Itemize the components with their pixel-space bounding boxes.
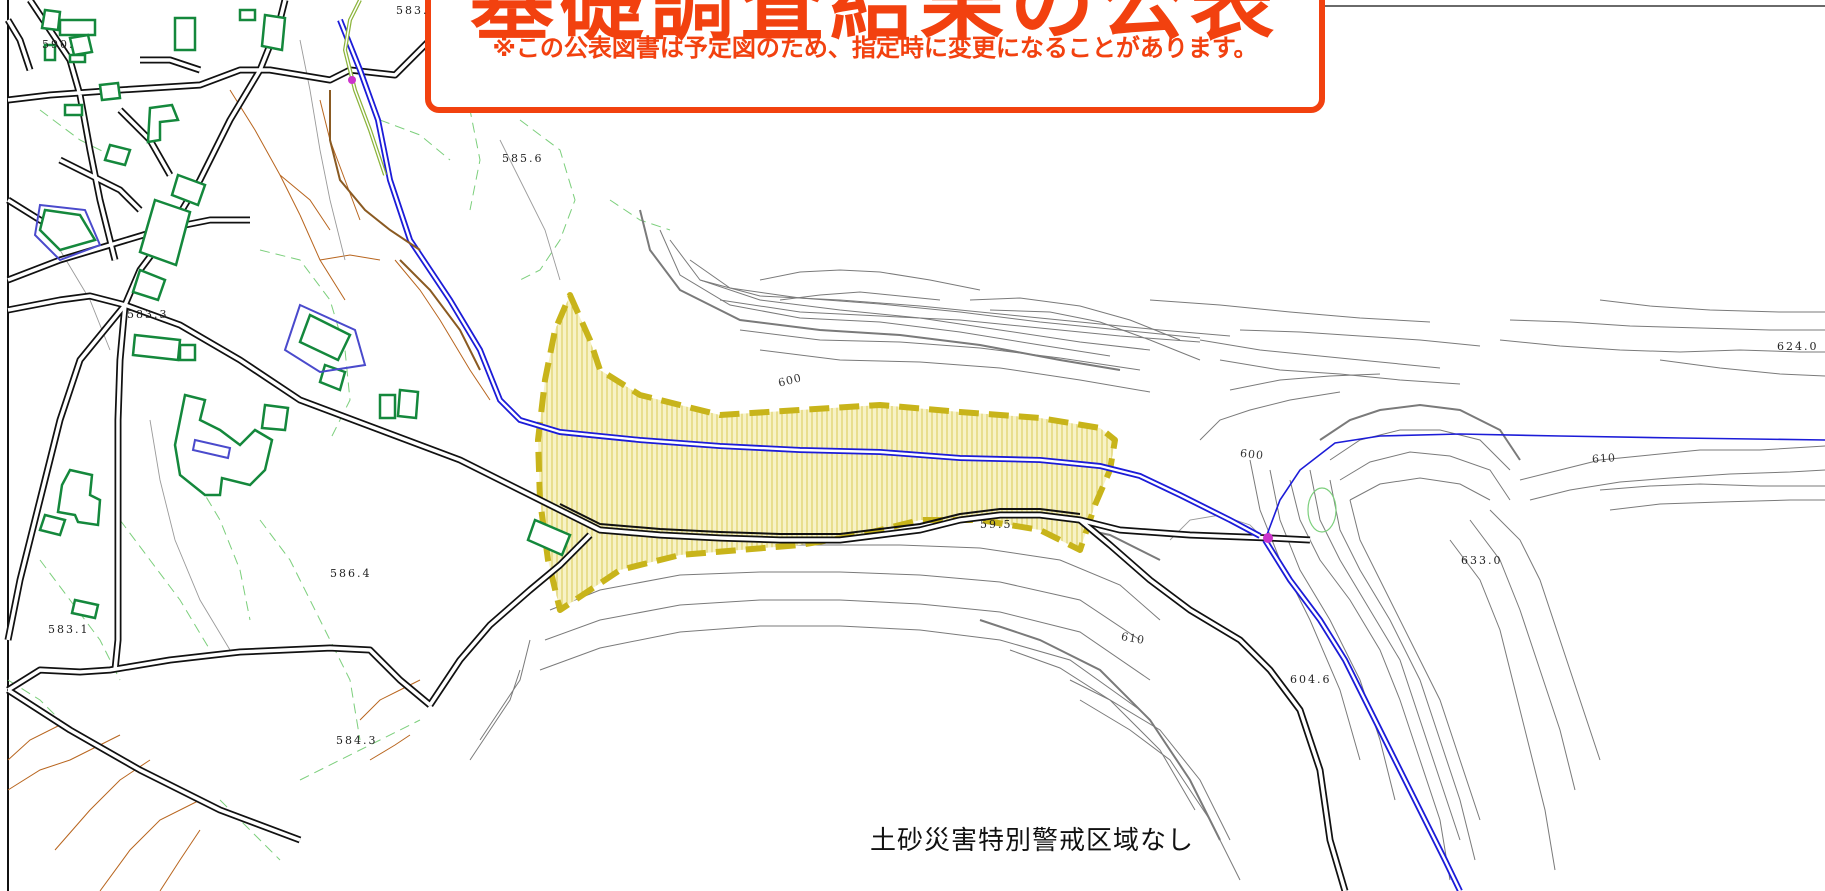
- contour-label: 610: [1591, 451, 1617, 466]
- buildings: [38, 8, 572, 620]
- spot-height: 583.3: [127, 308, 169, 321]
- roads: [4, 0, 1349, 891]
- title-note: ※この公表図書は予定図のため、指定時に変更になることがあります。: [492, 34, 1258, 62]
- spot-height: 584.3: [336, 734, 378, 747]
- title-box: 基礎調査結果の公表 ※この公表図書は予定図のため、指定時に変更になることがありま…: [425, 0, 1325, 113]
- building-outlines-blue: [33, 203, 367, 460]
- spot-height: 590.: [42, 38, 75, 51]
- trail: [329, 90, 481, 371]
- spot-height: 586.4: [330, 567, 372, 580]
- pond: [1307, 487, 1337, 533]
- page-title: 基礎調査結果の公表: [469, 0, 1280, 52]
- spot-height: 585.6: [502, 152, 544, 165]
- spot-height: 624.0: [1777, 340, 1819, 353]
- spot-height: 583.1: [48, 623, 90, 636]
- contours: [469, 209, 1825, 881]
- spot-height: 633.0: [1461, 554, 1503, 567]
- spot-height: 59.5: [980, 518, 1013, 531]
- streams: [337, 0, 1825, 891]
- contour-label: 600: [1239, 446, 1265, 463]
- map-note: 土砂災害特別警戒区域なし: [870, 826, 1195, 856]
- spot-height: 604.6: [1290, 673, 1332, 686]
- spot-height: 583.: [396, 4, 429, 17]
- junction-markers: [348, 76, 1273, 543]
